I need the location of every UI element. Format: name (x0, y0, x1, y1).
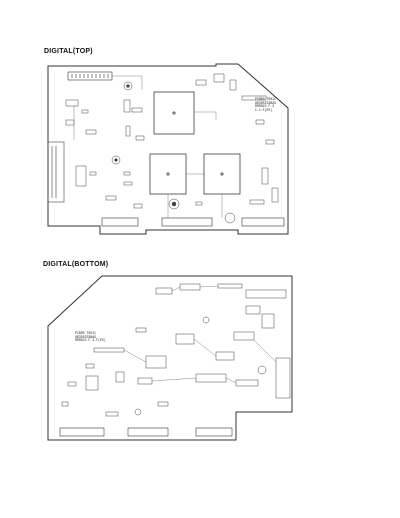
pcb-bottom-traces (123, 285, 277, 384)
pcb-top-board (47, 63, 289, 235)
silk-bottom-line-2: AR3DSIS3BAS (75, 334, 97, 339)
title-digital-top: DIGITAL(TOP) (44, 48, 93, 55)
pcb-top-left-connector (47, 141, 65, 203)
silk-top-line-1: PCB00 T001C (255, 97, 277, 101)
pcb-top-bottom-connectors (101, 217, 285, 227)
silk-bottom-line-1: PCB00 T001C (75, 331, 97, 335)
pcb-top-traces (73, 75, 223, 218)
pcb-top-ic-main (153, 91, 195, 135)
silk-top-line-3: RRR023 F.3 (255, 104, 275, 109)
pcb-bottom-edge-connectors (59, 427, 233, 437)
pcb-bottom-silkscreen: PCB00 T001C AR3DSIS3BAS RRR023 F.3.F(ES) (75, 331, 106, 343)
pcb-top-outline (47, 63, 289, 235)
pcb-bottom-outline (47, 275, 293, 441)
silk-bottom-line-3: RRR023 F.3.F(ES) (75, 338, 106, 343)
pcb-top-components (65, 73, 279, 224)
silk-top-line-4: C.1.F(ES) (255, 107, 273, 112)
title-digital-bottom: DIGITAL(BOTTOM) (43, 261, 109, 268)
pcb-bottom-board (47, 275, 293, 441)
pcb-top-silkscreen: PCB00 T001C AR3DSIS3BAS RRR023 F.3 C.1.F… (255, 97, 277, 112)
silk-top-line-2: AR3DSIS3BAS (255, 100, 277, 105)
